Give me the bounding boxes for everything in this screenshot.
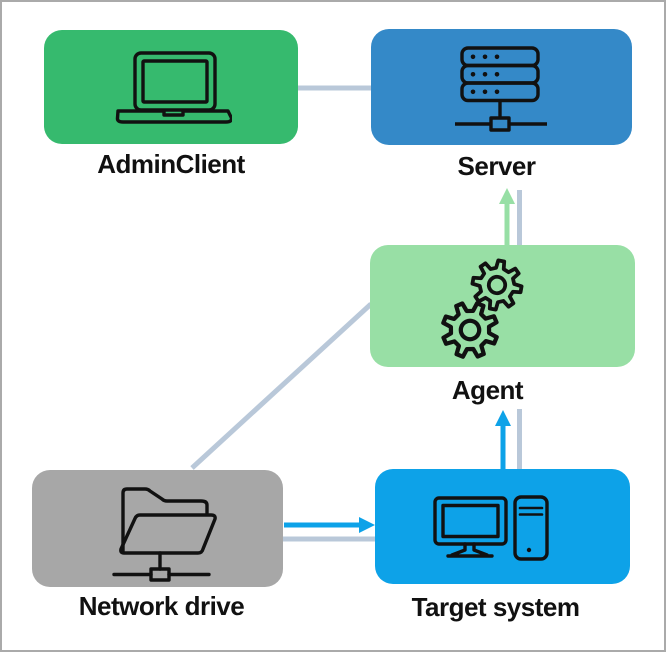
- power-dot: [526, 547, 532, 553]
- arrow-networkdrive-to-targetsystem: [284, 517, 375, 533]
- node-label-agent: Agent: [451, 375, 524, 405]
- node-server: [371, 29, 632, 145]
- arrow-head: [499, 188, 515, 204]
- server-rack-icon: [455, 46, 547, 132]
- network-folder-icon: [112, 487, 217, 582]
- laptop-icon: [115, 51, 232, 124]
- node-label-adminclient: AdminClient: [97, 149, 245, 179]
- arrow-head: [495, 410, 511, 426]
- node-networkdrive: [32, 470, 283, 587]
- link-networkdrive-agent: [190, 302, 373, 470]
- node-label-targetsystem: Target system: [411, 592, 580, 622]
- node-agent: [370, 245, 635, 367]
- gears-icon: [432, 254, 528, 364]
- arrow-head: [359, 517, 375, 533]
- node-adminclient: [44, 30, 298, 144]
- arrow-targetsystem-to-agent: [495, 410, 511, 472]
- desktop-computer-icon: [433, 495, 549, 561]
- node-label-networkdrive: Network drive: [78, 591, 245, 621]
- node-targetsystem: [375, 469, 630, 584]
- node-label-server: Server: [457, 151, 536, 181]
- arrow-agent-to-server: [499, 188, 515, 250]
